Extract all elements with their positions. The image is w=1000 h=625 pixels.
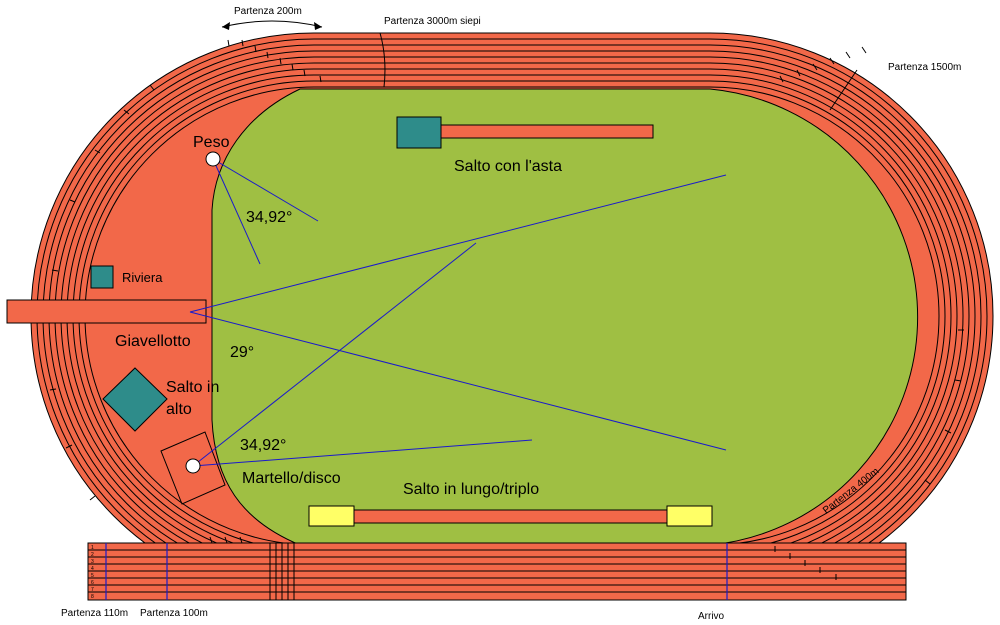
- lane-number: 1: [91, 545, 94, 551]
- steeple-start-line: [379, 32, 386, 88]
- lane-number: 5: [91, 573, 94, 579]
- label-salto-con-asta: Salto con l'asta: [454, 158, 562, 175]
- label-salto-in-alto-line2: alto: [166, 401, 192, 418]
- label-peso-angle: 34,92°: [246, 209, 292, 226]
- stagger-marks: [49, 39, 964, 600]
- pole-vault-box: [396, 116, 442, 149]
- lane-number: 3: [91, 559, 94, 565]
- label-salto-lungo-triplo: Salto in lungo/triplo: [403, 481, 539, 498]
- label-arrivo: Arrivo: [698, 611, 725, 622]
- label-partenza-200m: Partenza 200m: [234, 6, 302, 17]
- lane-number: 4: [91, 566, 94, 572]
- label-riviera: Riviera: [122, 270, 163, 285]
- lane-numbers: 1 2 3 4 5 6 7 8: [91, 545, 94, 600]
- label-partenza-110m: Partenza 110m: [61, 608, 128, 619]
- long-jump-pit-left: [308, 505, 355, 527]
- label-partenza-3000m-siepi: Partenza 3000m siepi: [384, 16, 481, 27]
- lane-number: 8: [91, 594, 94, 600]
- lane-number: 7: [91, 587, 94, 593]
- label-salto-in-alto-line1: Salto in: [166, 379, 219, 396]
- shot-put-circle: [205, 151, 221, 167]
- label-peso: Peso: [193, 134, 230, 151]
- long-jump-runway: [353, 509, 668, 524]
- label-partenza-1500m: Partenza 1500m: [888, 62, 961, 73]
- label-giavellotto: Giavellotto: [115, 333, 191, 350]
- riviera-pit: [90, 265, 114, 289]
- label-giavellotto-angle: 29°: [230, 344, 254, 361]
- long-jump-pit-right: [666, 505, 713, 527]
- sector-lines: [189, 158, 727, 467]
- home-straight-lane-lines: [88, 549, 906, 593]
- label-partenza-100m: Partenza 100m: [140, 608, 208, 619]
- label-martello-angle: 34,92°: [240, 437, 286, 454]
- javelin-runway: [6, 299, 207, 324]
- arrow-200m: [221, 20, 323, 28]
- start-line-1500m: [829, 69, 858, 111]
- hammer-cage: [160, 431, 226, 505]
- pole-vault-runway: [440, 124, 654, 139]
- hammer-circle: [185, 458, 201, 474]
- green-field: [211, 88, 919, 546]
- lane-number: 6: [91, 580, 94, 586]
- label-martello-disco: Martello/disco: [242, 470, 341, 487]
- high-jump-area: [102, 367, 168, 432]
- lane-number: 2: [91, 552, 94, 558]
